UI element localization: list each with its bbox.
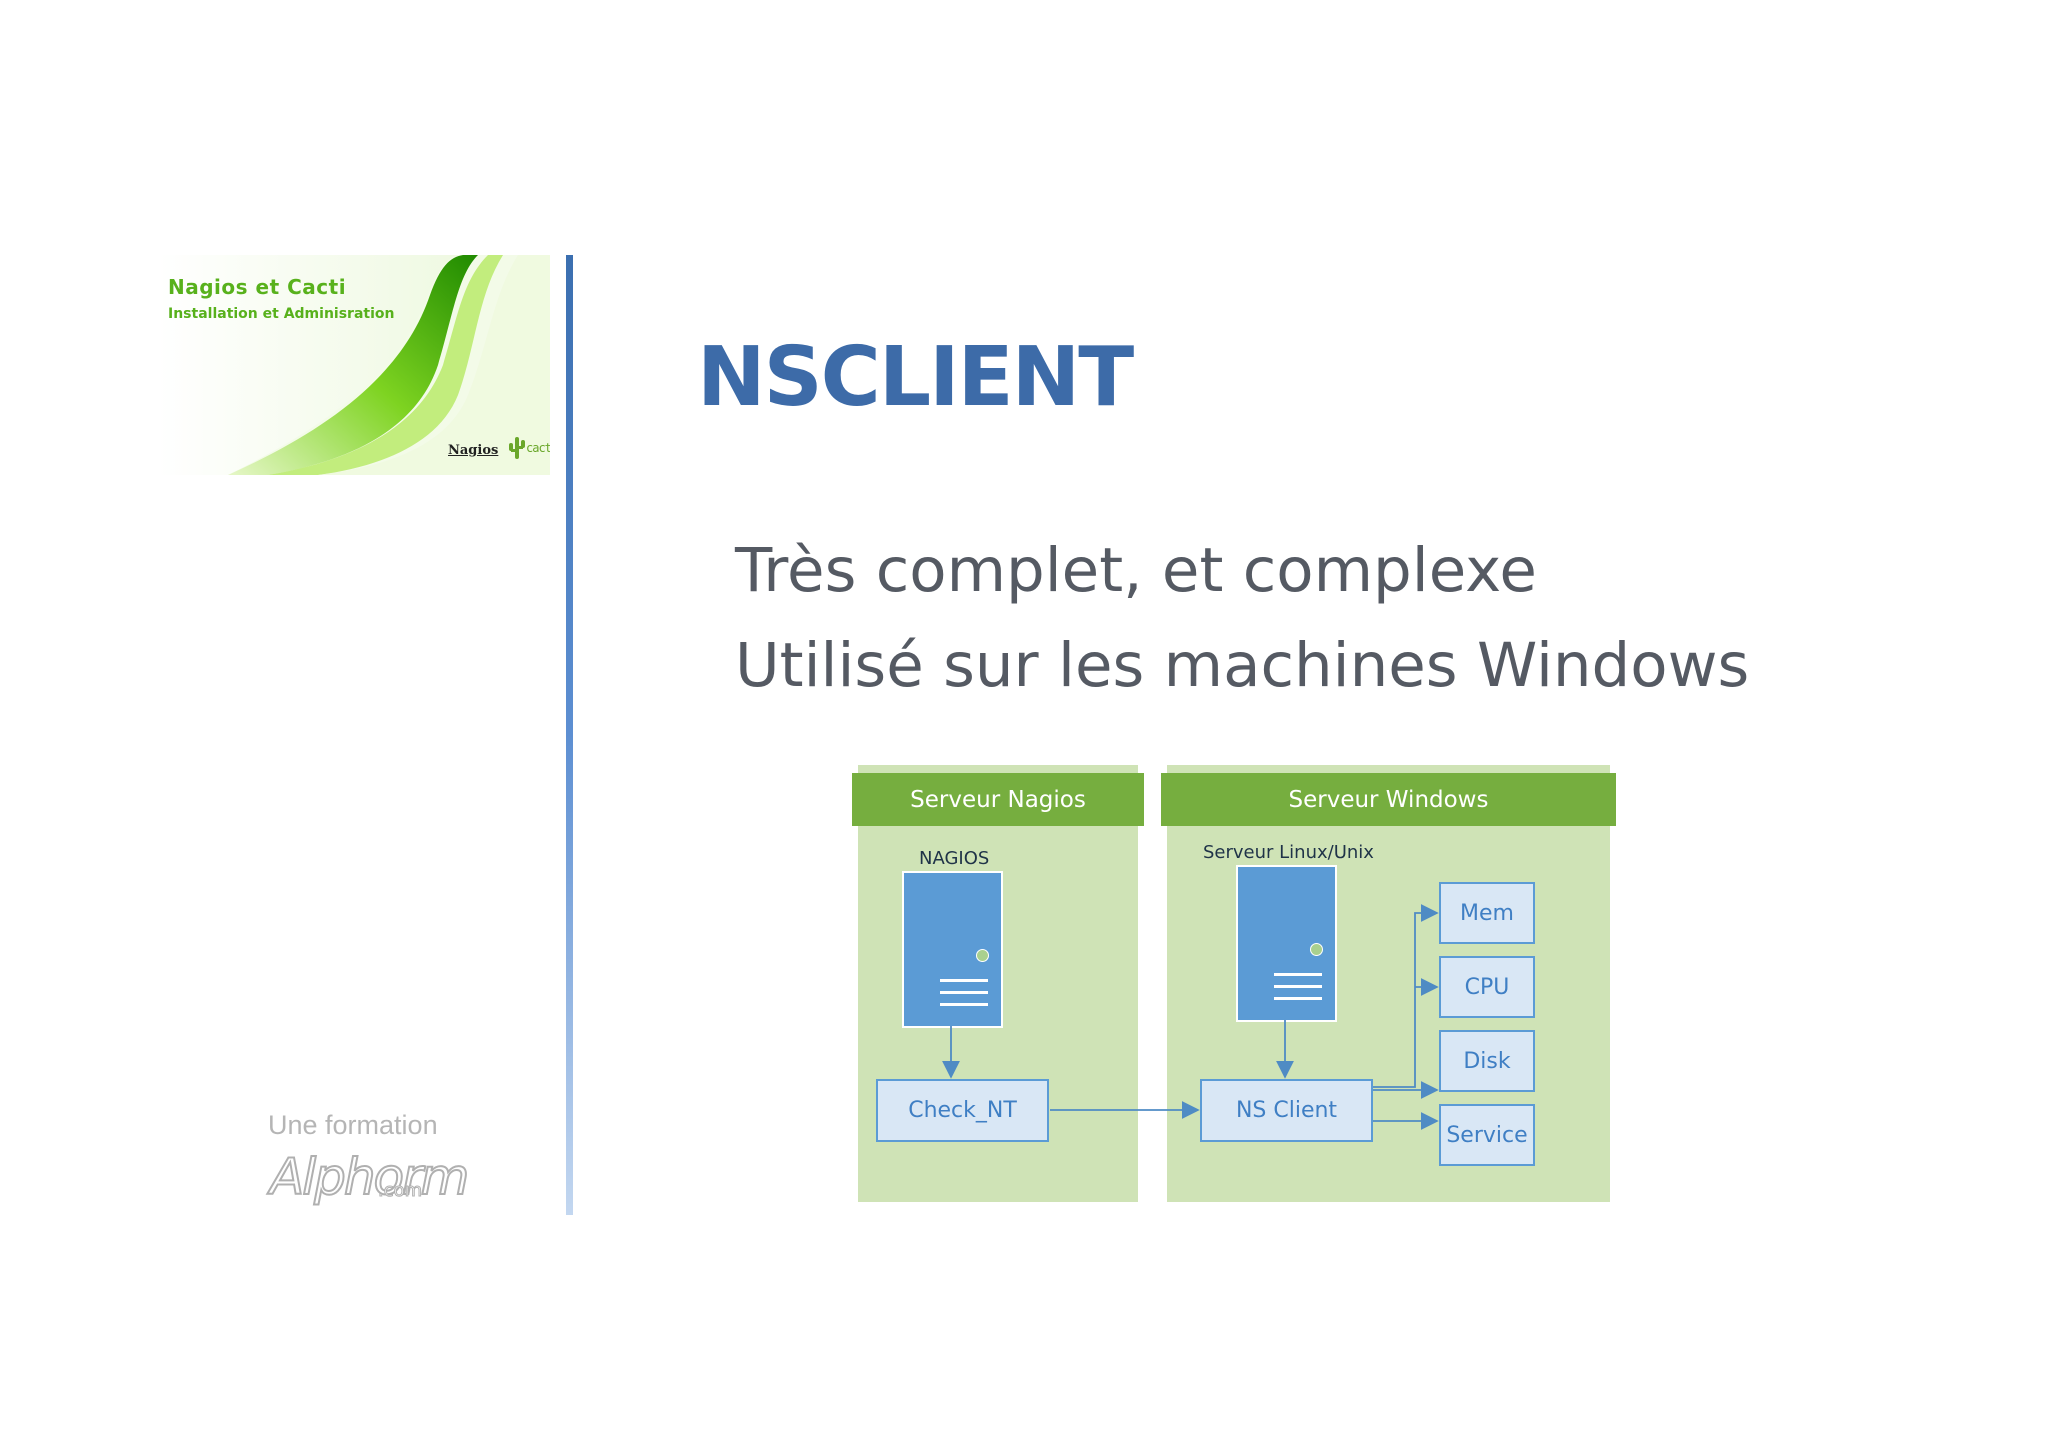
linux-server-label: Serveur Linux/Unix [1203,842,1374,863]
diagram-connectors [942,904,1439,1130]
cactus-icon [509,437,525,459]
resource-disk-box: Disk [1439,1030,1535,1092]
ns-client-box: NS Client [1200,1079,1373,1142]
alphorm-logo: Alphorm [269,1147,470,1207]
windows-server-header: Serveur Windows [1161,773,1616,826]
bullet-point: Très complet, et complexe [735,535,1537,606]
resource-mem-box: Mem [1439,882,1535,944]
tagline: Une formation [268,1110,438,1140]
resource-service-box: Service [1439,1104,1535,1166]
resource-cpu-box: CPU [1439,956,1535,1018]
slide-title: NSCLIENT [697,330,1134,425]
alphorm-logo-suffix: .com [377,1180,423,1202]
architecture-diagram: Serveur Nagios Serveur Windows NAGIOS Se… [850,765,1616,1210]
nagios-server-icon [902,871,1003,1028]
course-banner: Nagios et Cacti Installation et Adminisr… [158,255,550,475]
nagios-server-header: Serveur Nagios [852,773,1144,826]
windows-server-icon [1236,865,1337,1022]
vertical-divider [566,255,573,1215]
bullet-point: Utilisé sur les machines Windows [735,630,1750,701]
nagios-server-label: NAGIOS [919,848,990,869]
green-swoosh-graphic [158,255,550,475]
course-subtitle: Installation et Adminisration [168,306,395,322]
check-nt-box: Check_NT [876,1079,1049,1142]
cacti-logo: cacti [526,441,550,455]
nagios-logo: Nagios [448,443,499,458]
course-title: Nagios et Cacti [168,275,347,299]
arrow-nsclient-to-mem [1373,904,1439,1088]
